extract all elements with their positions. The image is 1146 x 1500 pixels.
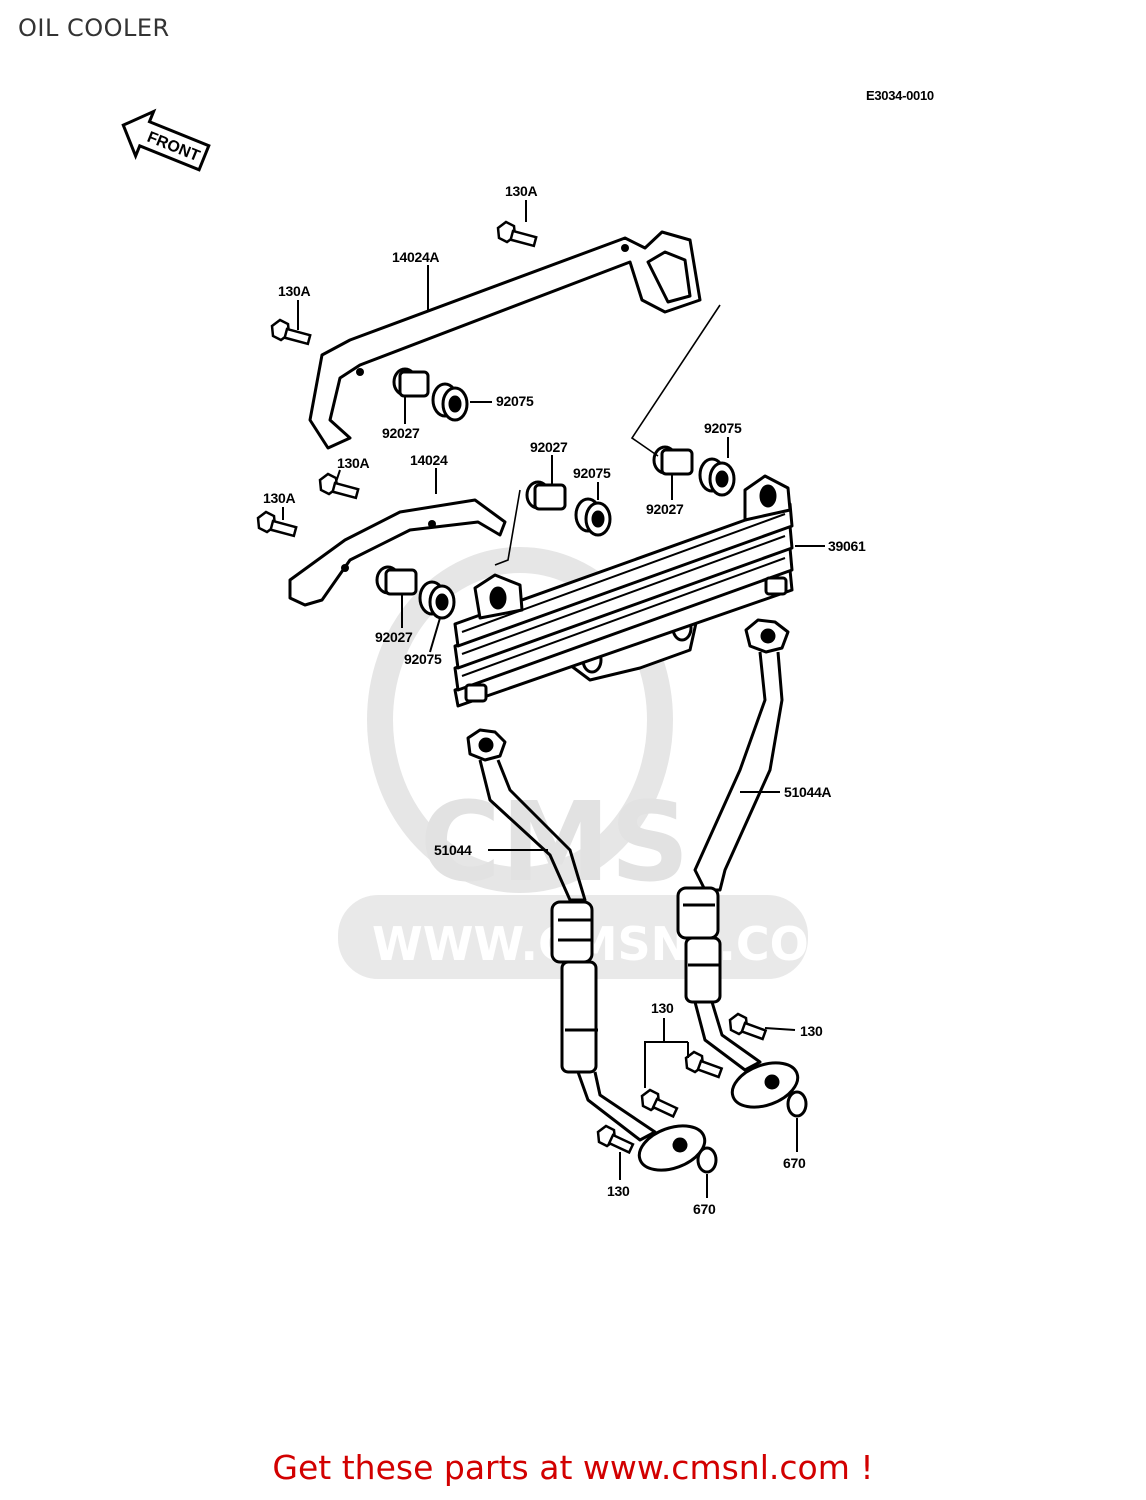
callout-92075-right: 92075 <box>704 420 742 436</box>
o-ring-670-right <box>786 1090 808 1118</box>
bolt-130a-left <box>270 318 312 346</box>
oil-hose-51044 <box>466 728 707 1172</box>
diagram-code: E3034-0010 <box>866 88 934 103</box>
front-arrow: FRONT <box>121 108 211 172</box>
collar-92027-mid <box>525 480 567 511</box>
bolt-130-right <box>728 1012 768 1041</box>
callout-92075-lower: 92075 <box>404 651 442 667</box>
cta-link[interactable]: Get these parts at www.cmsnl.com ! <box>272 1448 874 1487</box>
bracket-14024a <box>308 230 702 450</box>
leader-lines <box>282 200 825 1198</box>
bolt-130a-top <box>496 220 538 248</box>
collar-92027-lower <box>375 565 418 596</box>
bracket-14024 <box>288 498 507 607</box>
callout-130a-top: 130A <box>505 183 537 199</box>
collar-92027-right <box>652 445 694 476</box>
bolt-130a-mid <box>318 472 360 500</box>
callout-14024: 14024 <box>410 452 448 468</box>
callout-130-right: 130 <box>800 1023 823 1039</box>
grommet-92075-mid <box>574 497 612 537</box>
callout-130-bottom: 130 <box>607 1183 630 1199</box>
callout-92075-mid: 92075 <box>573 465 611 481</box>
o-ring-670-bottom <box>696 1146 718 1174</box>
callout-51044a: 51044A <box>784 784 831 800</box>
bolt-130-bottom <box>596 1124 635 1155</box>
oil-cooler-39061 <box>453 474 794 708</box>
callout-39061: 39061 <box>828 538 866 554</box>
callout-14024a: 14024A <box>392 249 439 265</box>
callout-labels: 130A 14024A 130A 92075 92027 130A 14024 … <box>263 183 866 1217</box>
collar-92027-upper <box>392 367 430 398</box>
callout-670-right: 670 <box>783 1155 806 1171</box>
watermark-url: WWW.CMSNL.COM <box>372 917 855 971</box>
page-title: OIL COOLER <box>18 14 170 42</box>
oil-hose-51044a <box>676 618 800 1109</box>
grommet-92075-upper <box>431 382 469 422</box>
bolt-130-upper <box>684 1050 724 1079</box>
callout-92027-upper: 92027 <box>382 425 420 441</box>
callout-670-bottom: 670 <box>693 1201 716 1217</box>
callout-92027-mid: 92027 <box>530 439 568 455</box>
watermark-logo: CMS <box>420 778 689 906</box>
grommet-92075-right <box>698 457 736 497</box>
bolt-130a-lower <box>256 510 298 538</box>
callout-92075-upper: 92075 <box>496 393 534 409</box>
callout-130a-left: 130A <box>278 283 310 299</box>
bolt-130-middle <box>640 1088 679 1119</box>
callout-130-group: 130 <box>651 1000 674 1016</box>
callout-130a-lower: 130A <box>263 490 295 506</box>
callout-92027-lower: 92027 <box>375 629 413 645</box>
callout-130a-mid: 130A <box>337 455 369 471</box>
callout-92027-right: 92027 <box>646 501 684 517</box>
grommet-92075-lower <box>418 580 456 620</box>
callout-51044: 51044 <box>434 842 472 858</box>
